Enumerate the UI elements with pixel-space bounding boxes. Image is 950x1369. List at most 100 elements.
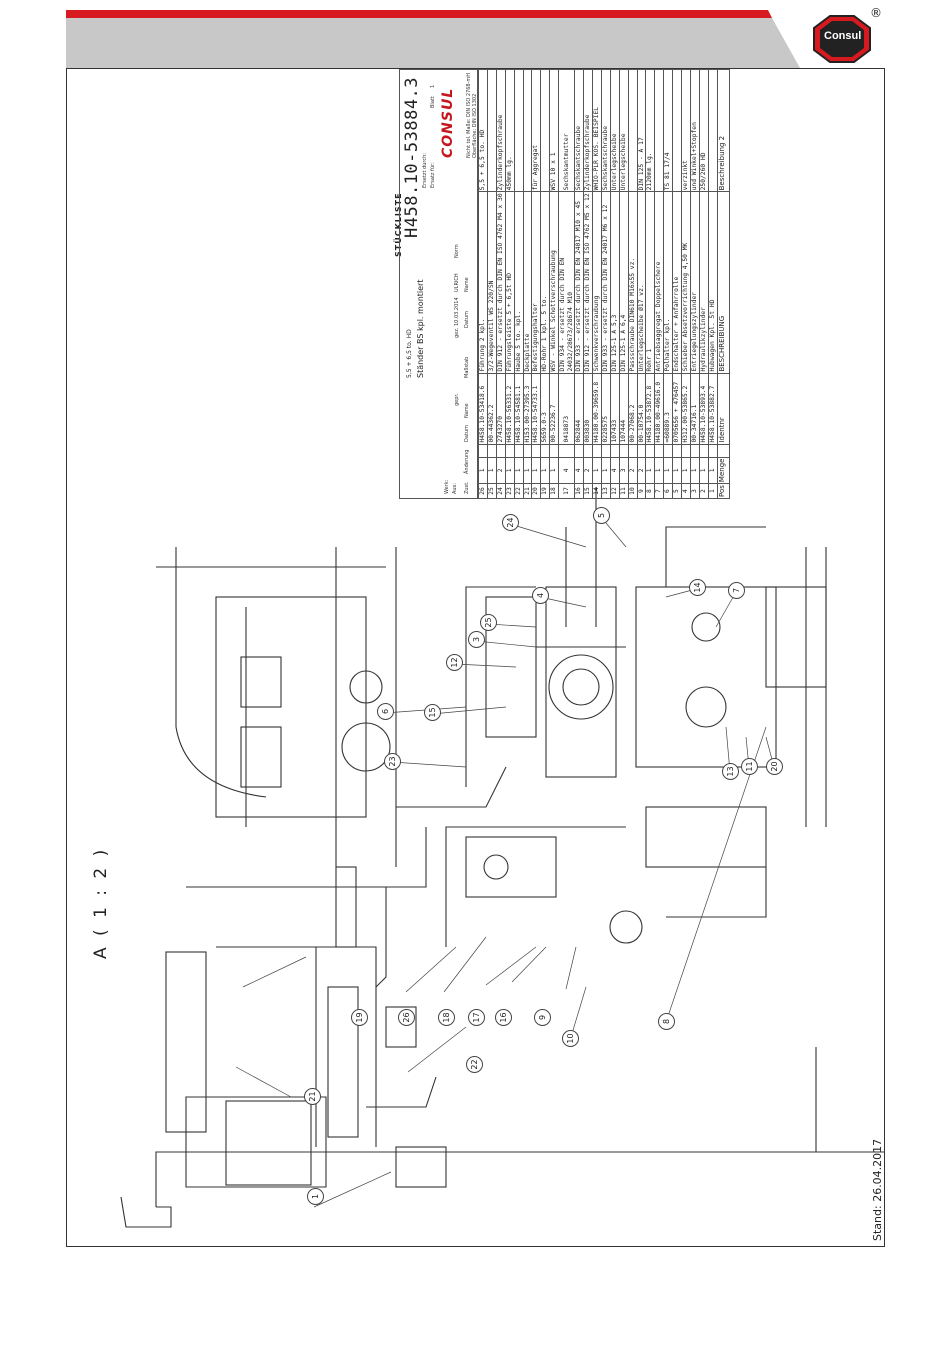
cell-0: 13 [601, 483, 611, 499]
cell-3: Identnr [717, 373, 730, 445]
drawing-frame [66, 68, 885, 1247]
cell-2 [690, 444, 700, 458]
callout-10: 10 [562, 1030, 579, 1047]
callout-layer [235, 516, 775, 1208]
tb-werk: Werk: [444, 479, 450, 494]
cell-5: Zylinderkopfschraube [583, 69, 593, 192]
tb-ersetzt-durch: Ersetzt durch: [422, 153, 428, 188]
cell-4: DIN 125-1 A 5,3 [610, 191, 620, 374]
callout-18: 18 [438, 1009, 455, 1026]
cell-0: 1 [708, 483, 718, 499]
callout-23: 23 [384, 753, 401, 770]
cell-1: 1 [708, 457, 718, 484]
cell-0: 18 [549, 483, 559, 499]
cell-5: Sechskantschraube [601, 69, 611, 192]
cell-2 [583, 444, 593, 458]
cell-3: H458.10-53872.8 [645, 373, 655, 445]
cell-2 [496, 444, 506, 458]
cell-4: Haube 5 to. kpl. [514, 191, 524, 374]
cell-5 [628, 69, 637, 192]
cell-3: 0228575 [601, 373, 611, 445]
cell-2 [681, 444, 691, 458]
cell-4: Befestigungshalter [531, 191, 541, 374]
cell-1: 1 [601, 457, 611, 484]
cell-4: Entriegelungszylinder [690, 191, 700, 374]
tb-drafter: ULRICH [454, 273, 460, 292]
cell-4: Hydraulikzylinder [699, 191, 709, 374]
cell-5: 450mm lg. [505, 69, 515, 192]
cell-0: 14 [592, 483, 602, 499]
company-logo-text: CONSUL [440, 87, 456, 158]
cell-5: verzinkt [681, 69, 691, 192]
tb-datum: Datum [464, 311, 470, 328]
cell-1: 1 [487, 457, 497, 484]
cell-4: Führung 2 kpl. [478, 191, 488, 374]
cell-1: 1 [478, 457, 488, 484]
callout-7: 7 [728, 582, 745, 599]
cell-1: 1 [549, 457, 559, 484]
cell-3: 062844 [574, 373, 584, 445]
drawing-sheet: 1 21 22 19 26 18 17 16 9 10 8 23 6 15 12… [66, 68, 885, 1247]
cell-4: BESCHREIBUNG [717, 191, 730, 374]
cell-1: 1 [592, 457, 602, 484]
cell-0: 11 [619, 483, 629, 499]
cell-3: 0418873 [558, 373, 575, 445]
cell-1: Menge [717, 457, 730, 484]
cell-5 [523, 69, 532, 192]
callout-21: 21 [304, 1088, 321, 1105]
tb-aus: Aus: [452, 483, 458, 494]
tb-ersatz-fuer: Ersatz für: [430, 162, 436, 188]
cell-1: 3 [619, 457, 629, 484]
cell-0: 25 [487, 483, 497, 499]
cell-2 [699, 444, 709, 458]
cell-4: HD-Rohr 1 kpl. 5 to. [540, 191, 550, 374]
cell-3: H4180.00-39659.8 [592, 373, 602, 445]
cell-4: DIN 933 - ersetzt durch DIN EN 24017 M6 … [601, 191, 611, 374]
cell-2 [628, 444, 637, 458]
cell-3: H458.10-53418.6 [478, 373, 488, 445]
cell-1: 2 [637, 457, 646, 484]
cell-4: DIN 125-1 A 6,4 [619, 191, 629, 374]
cell-4: Deckplatte [523, 191, 532, 374]
tb-blatt: Blatt [430, 96, 436, 108]
cell-0: Pos [717, 483, 730, 499]
cell-3: 2743270 [496, 373, 506, 445]
cell-2 [654, 444, 664, 458]
tb-date: 10.03.2014 [454, 297, 460, 326]
callout-17: 17 [468, 1009, 485, 1026]
callout-1: 1 [307, 1188, 324, 1205]
cell-5: Unterlegscheibe [610, 69, 620, 192]
callout-13: 13 [722, 763, 739, 780]
drawing-subtitle: 5,5 + 6,5 to. HD [406, 329, 413, 378]
tb-oberflaeche: Oberfläche: DIN ISO 1302 [472, 93, 478, 158]
cell-0: 21 [523, 483, 532, 499]
cell-5 [487, 69, 497, 192]
cell-2 [601, 444, 611, 458]
cell-0: 24 [496, 483, 506, 499]
cell-3: 0705656 + 476457 [672, 373, 682, 445]
callout-22: 22 [466, 1056, 483, 1073]
tb-blatt-no: 1 [430, 84, 436, 88]
cell-1: 4 [574, 457, 584, 484]
cell-3: 003830 [583, 373, 593, 445]
cell-0: 22 [514, 483, 524, 499]
brand-name: Consul [824, 30, 862, 42]
cell-4: DIN 934 - ersetzt durch DIN EN 24032/286… [558, 191, 575, 374]
drawing-title: Ständer BS kpl. montiert [416, 279, 425, 378]
cell-2 [531, 444, 541, 458]
